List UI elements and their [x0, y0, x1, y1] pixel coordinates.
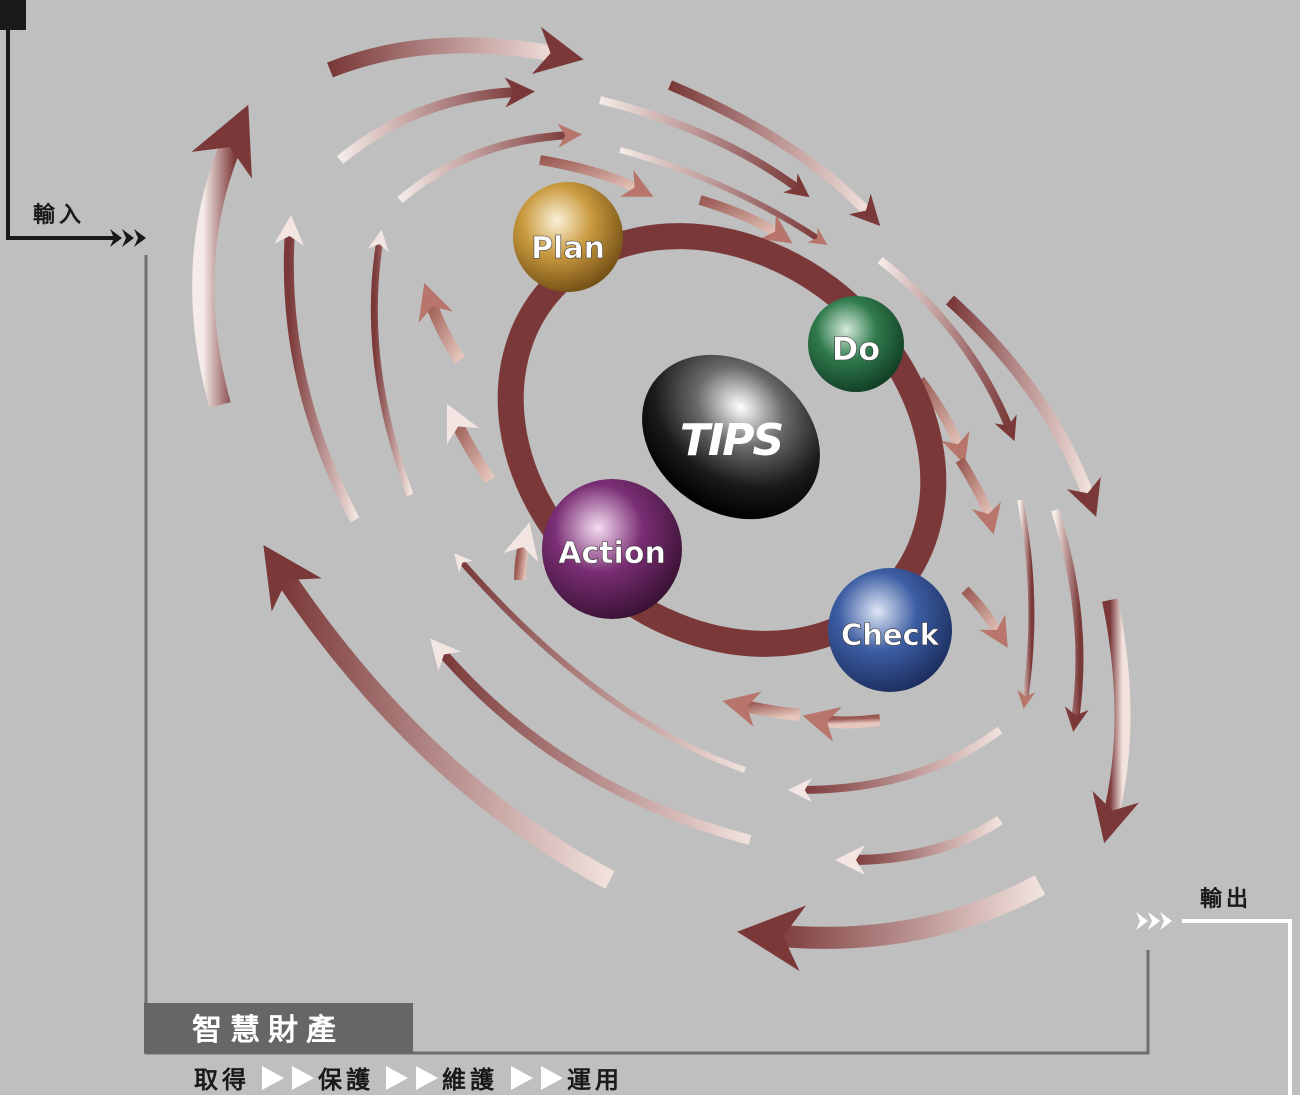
frame-line — [144, 255, 1150, 1055]
step-4: 運用 — [567, 1066, 623, 1094]
tips-logo: TIPS — [642, 354, 820, 520]
input-label: 輸入 — [33, 202, 85, 228]
svg-text:Plan: Plan — [531, 231, 605, 266]
node-plan: Plan — [513, 182, 623, 292]
steps-row: 取得 保護 維護 運用 — [194, 1066, 623, 1094]
step-2: 保護 — [317, 1066, 374, 1094]
input-connector: 輸入 — [0, 0, 146, 247]
input-chevrons-icon — [110, 229, 146, 247]
step-arrow-icon — [386, 1066, 438, 1090]
step-arrow-icon — [511, 1066, 563, 1090]
cycle-arrows — [191, 26, 1140, 972]
step-1: 取得 — [194, 1066, 250, 1094]
svg-text:Action: Action — [558, 536, 666, 571]
box-title: 智慧財產 — [192, 1013, 344, 1048]
svg-text:TIPS: TIPS — [680, 415, 783, 466]
step-3: 維護 — [442, 1066, 498, 1094]
svg-text:Check: Check — [841, 618, 940, 652]
node-do: Do — [808, 296, 904, 392]
title-box: 智慧財產 — [144, 1003, 413, 1053]
step-arrow-icon — [262, 1066, 314, 1090]
output-connector: 輸出 — [1136, 886, 1292, 1095]
svg-text:Do: Do — [832, 330, 881, 368]
output-chevrons-icon — [1136, 912, 1172, 930]
node-action: Action — [542, 479, 682, 619]
output-label: 輸出 — [1200, 886, 1252, 912]
node-check: Check — [828, 568, 952, 692]
